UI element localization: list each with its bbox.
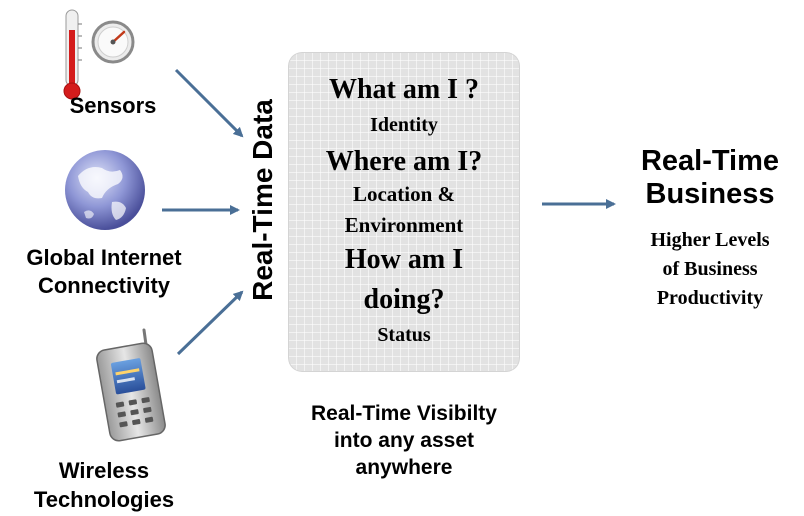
visibility-caption: Real-Time Visibilty into any asset anywh… [311, 402, 497, 479]
asset-questions-box: What am I ? Identity Where am I? Locatio… [288, 52, 520, 372]
identity-text: Identity [370, 114, 438, 136]
real-time-data-label: Real-Time Data [247, 99, 278, 301]
arrow-sensors [174, 68, 244, 138]
cell-phone-icon [96, 328, 166, 442]
productivity-subtitle: Higher Levels of Business Productivity [650, 229, 770, 309]
thermometer-icon [63, 9, 82, 100]
what-am-i-text: What am I ? [328, 74, 480, 105]
sensors-label: Sensors [69, 93, 157, 118]
where-am-i-text: Where am I? [325, 146, 483, 177]
wireless-technologies-label: Wireless Technologies [33, 458, 175, 512]
real-time-business-title: Real-Time Business [640, 145, 780, 210]
location-text: Location & [352, 182, 456, 206]
global-internet-label: Global Internet Connectivity [26, 245, 182, 298]
doing-text: doing? [363, 284, 445, 315]
globe-icon [65, 150, 145, 230]
arrow-wireless [176, 290, 244, 356]
how-am-i-text: How am I [344, 244, 464, 275]
environment-text: Environment [344, 213, 464, 237]
status-text: Status [377, 324, 431, 346]
gauge-icon [91, 20, 135, 64]
